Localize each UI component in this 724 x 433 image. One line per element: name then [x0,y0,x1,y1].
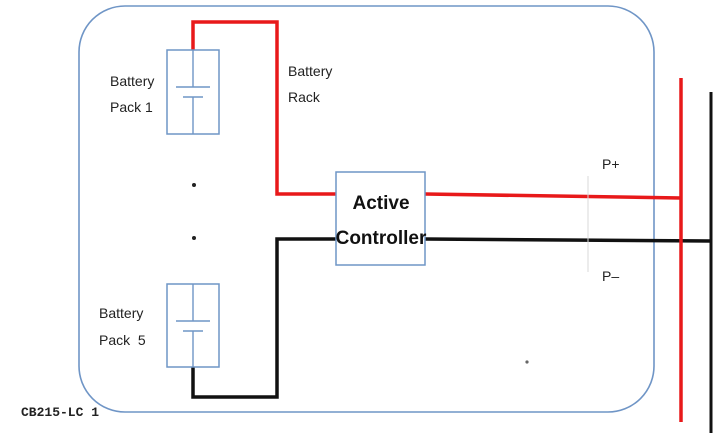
negative-bus-wire [424,237,712,243]
controller-label-line2: Controller [336,228,427,249]
negative-wire-rack [191,237,336,399]
battery-pack-5-label-line1: Battery [99,305,143,321]
ellipsis-dot [192,236,196,240]
p-plus-label: P+ [602,156,620,172]
battery-rack-label-line1: Battery [288,63,332,79]
active-controller-box [335,171,426,266]
positive-bus-wire [424,192,682,200]
battery-rack-label-line2: Rack [288,89,321,105]
ellipsis-dot [192,183,196,187]
positive-wire-rack [191,20,336,196]
battery-pack-5-label-line2: Pack 5 [99,332,146,348]
battery-pack-1-label-line2: Pack 1 [110,99,153,115]
battery-pack-5 [166,283,220,368]
battery-pack-1-label-line1: Battery [110,73,154,89]
figure-code-label: CB215-LC 1 [21,405,99,420]
controller-label-line1: Active [352,193,409,214]
battery-rack-enclosure [78,5,655,413]
p-minus-label: P– [602,268,619,284]
battery-pack-1 [166,49,220,135]
stray-dot [525,360,529,364]
